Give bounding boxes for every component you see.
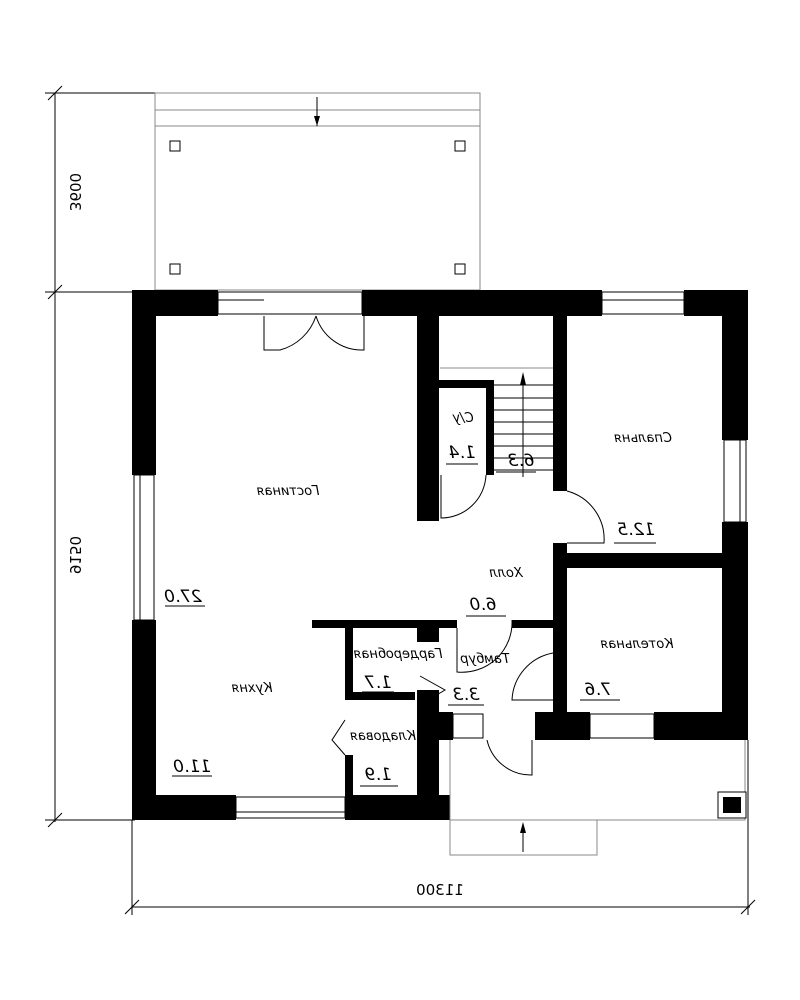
- dim-terrace-depth: 3600: [66, 173, 84, 211]
- room-name: Кладовая: [350, 729, 416, 744]
- room-area: 1.9: [364, 765, 391, 785]
- room-labels: Гостиная 27.0 Кухня 11.0 С/у 1.4 6.3 Спа…: [164, 411, 674, 787]
- room-area: 7.6: [584, 680, 611, 700]
- room-name: Гостиная: [256, 484, 319, 499]
- windows: [133, 291, 747, 819]
- room-name: Холл: [489, 566, 523, 581]
- room-area: 1.7: [364, 673, 391, 693]
- porch: [449, 740, 747, 856]
- dim-house-width: 11300: [416, 881, 464, 899]
- room-name: С/у: [452, 411, 473, 426]
- room-name: Тамбур: [460, 652, 510, 667]
- room-area: 6.3: [507, 451, 534, 471]
- room-area: 3.3: [452, 685, 479, 705]
- room-area: 11.0: [173, 757, 211, 777]
- room-area: 1.4: [448, 443, 475, 463]
- room-area: 27.0: [164, 587, 202, 607]
- room-name: Кухня: [231, 681, 272, 696]
- room-name: Спальня: [614, 431, 672, 446]
- room-name: Котельная: [600, 637, 673, 652]
- doors: [263, 315, 605, 776]
- walls: [132, 290, 748, 820]
- staircase: [440, 367, 553, 477]
- room-area: 6.0: [469, 595, 496, 615]
- terrace: [154, 92, 481, 291]
- room-area: 12.5: [617, 520, 655, 540]
- dim-house-depth: 9150: [66, 536, 84, 574]
- room-name: Гардеробная: [353, 647, 442, 662]
